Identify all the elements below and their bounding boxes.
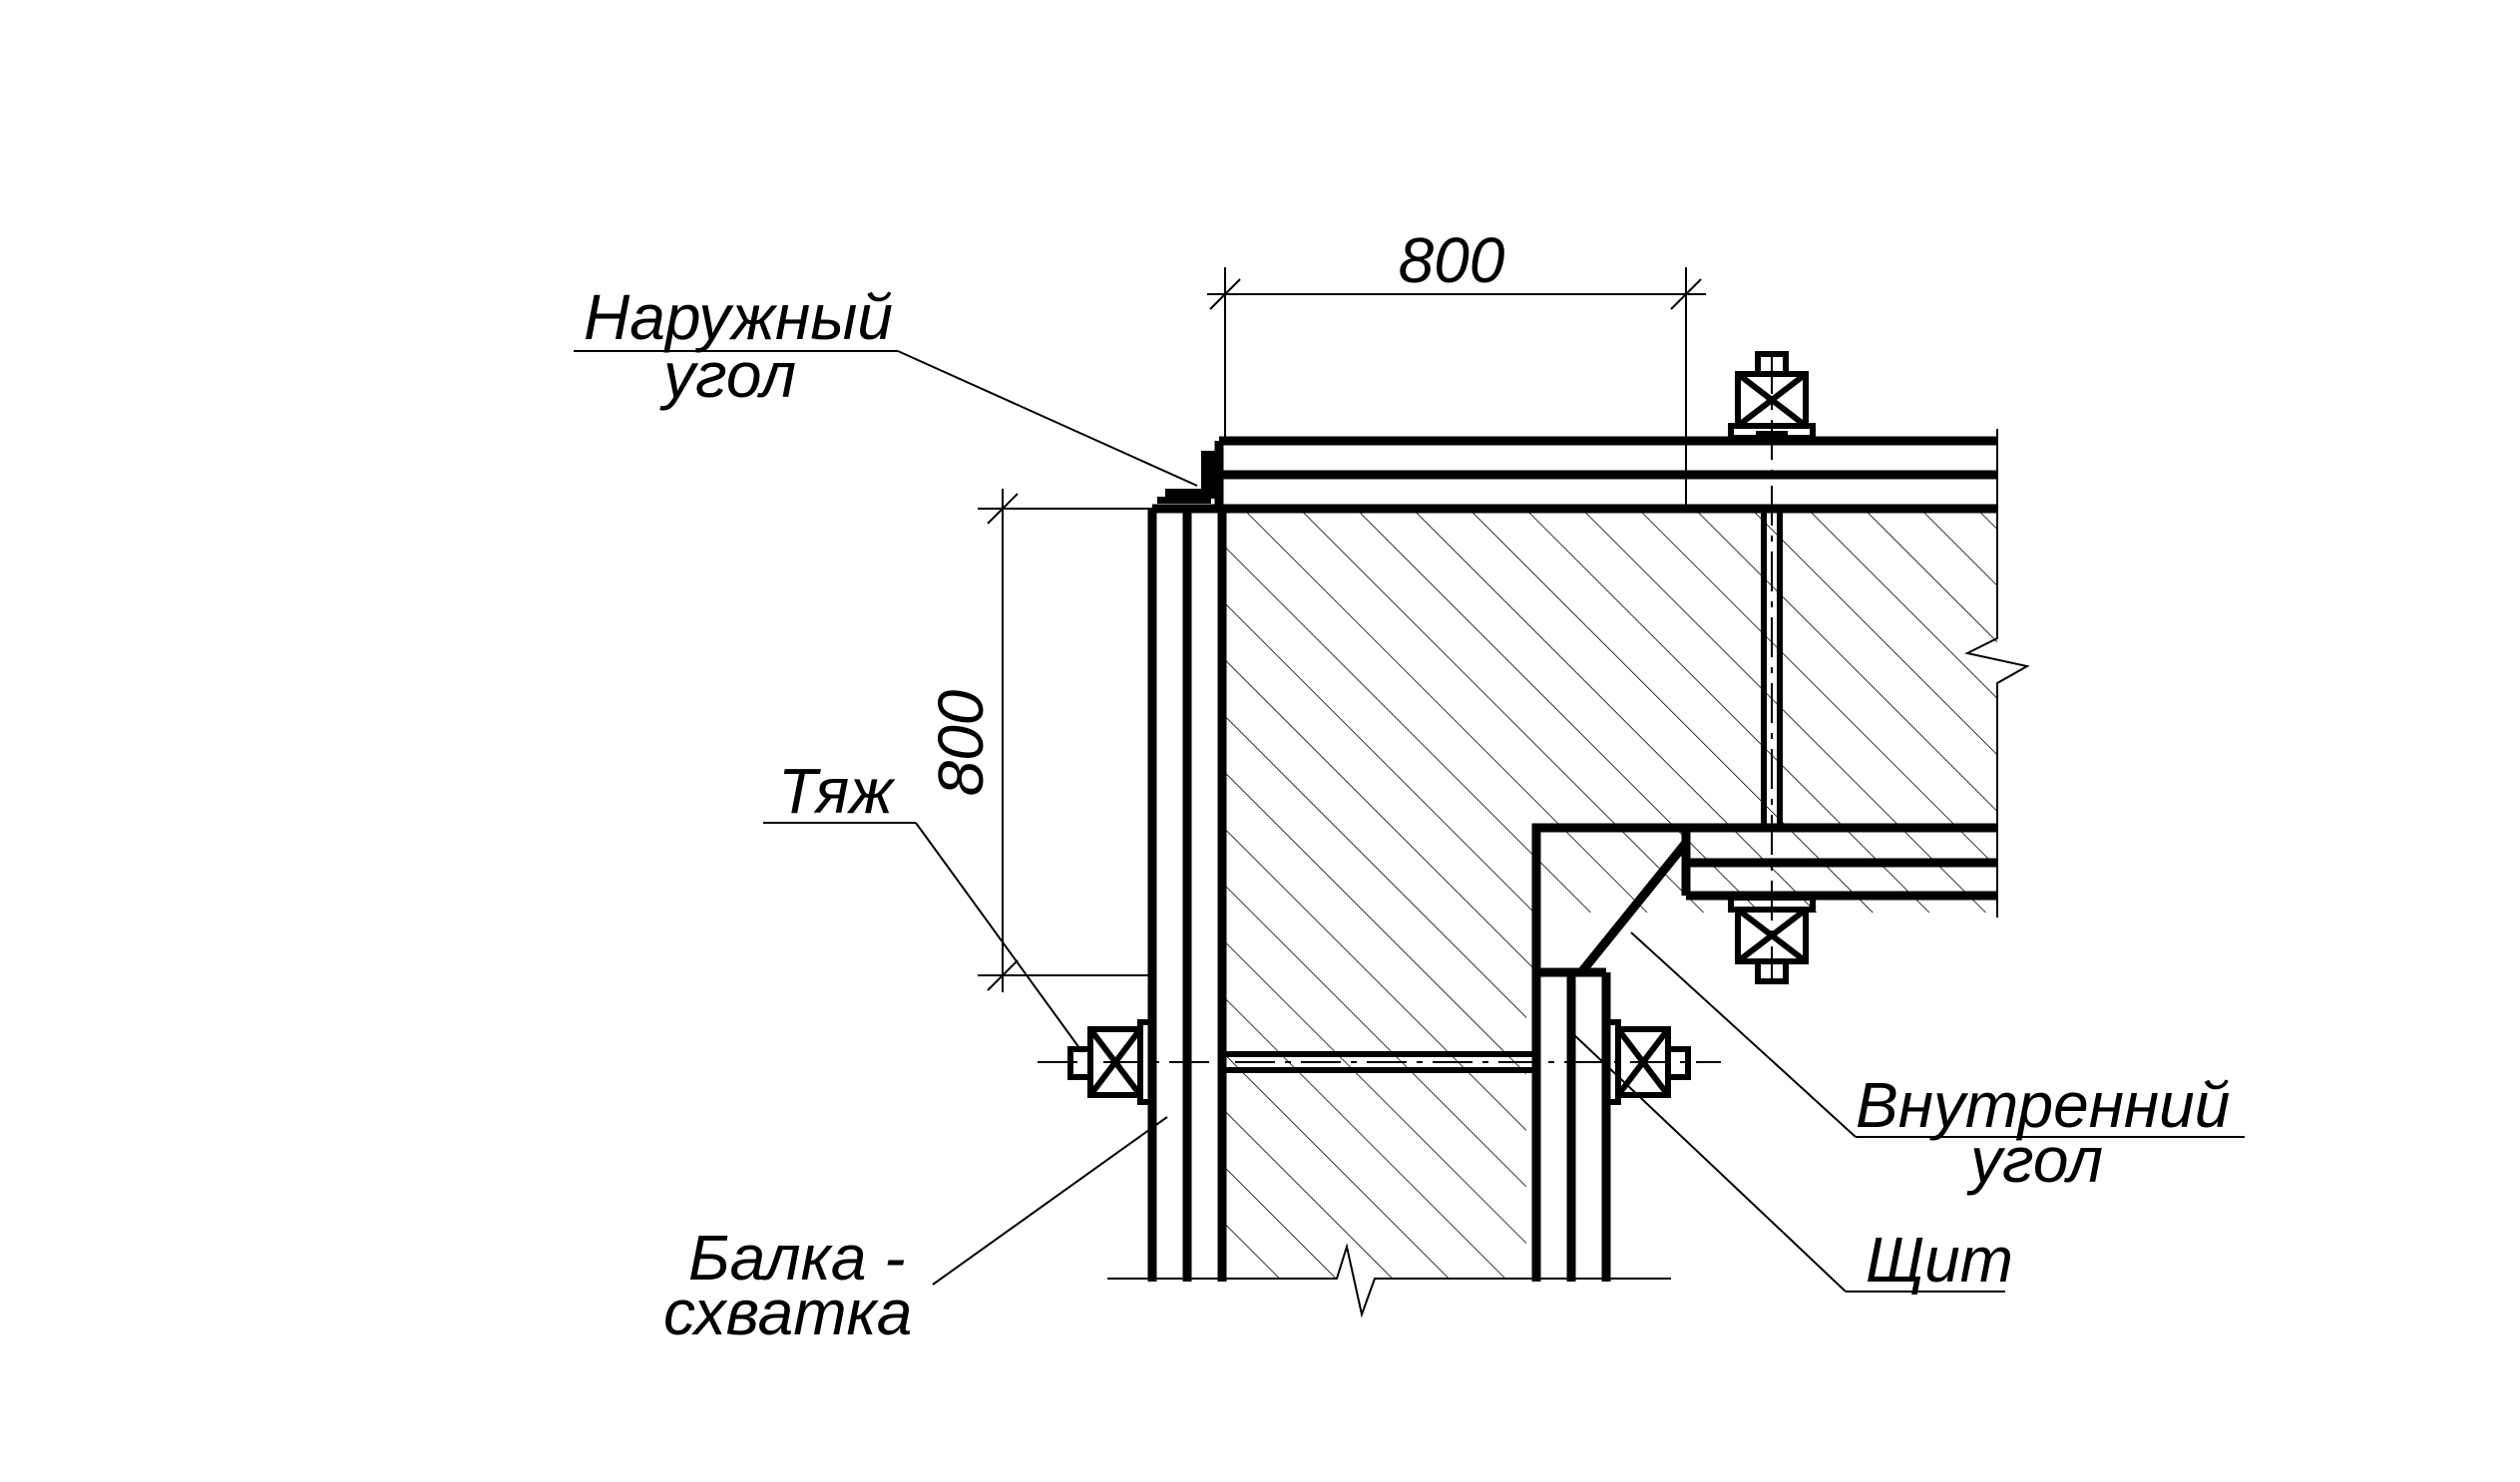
vertical-dimension: 800 <box>925 489 1152 992</box>
label-outer-corner-line2: угол <box>659 339 796 411</box>
vertical-tie-rod <box>1761 354 1783 982</box>
vertical-dimension-value: 800 <box>925 689 997 796</box>
label-outer-corner-line1: Наружный <box>584 281 893 353</box>
horizontal-dimension-value: 800 <box>1399 224 1505 296</box>
label-tie-rod: Тяж <box>778 755 896 827</box>
label-inner-corner-line1: Внутренний <box>1856 1069 2230 1141</box>
bottom-nut-icon <box>1728 895 1816 984</box>
left-formwork-panel <box>1147 504 1227 1282</box>
leader-lines <box>574 350 2245 1293</box>
horizontal-dimension: 800 <box>1207 224 1706 509</box>
horizontal-tie-rod <box>1038 1051 1721 1073</box>
top-nut-icon <box>1728 351 1816 441</box>
top-formwork-panel <box>1214 436 1997 514</box>
inner-panel <box>1531 967 1611 1282</box>
label-beam-line1: Балка - <box>688 1222 906 1294</box>
right-nut-icon <box>1603 1019 1691 1105</box>
label-beam-line2: схватка <box>663 1277 912 1348</box>
label-panel: Щит <box>1866 1224 2013 1296</box>
label-inner-corner-line2: угол <box>1966 1124 2103 1196</box>
break-lines <box>1107 429 2030 1318</box>
outer-corner-angle <box>1157 451 1219 504</box>
inner-corner-angle <box>1531 823 1691 975</box>
